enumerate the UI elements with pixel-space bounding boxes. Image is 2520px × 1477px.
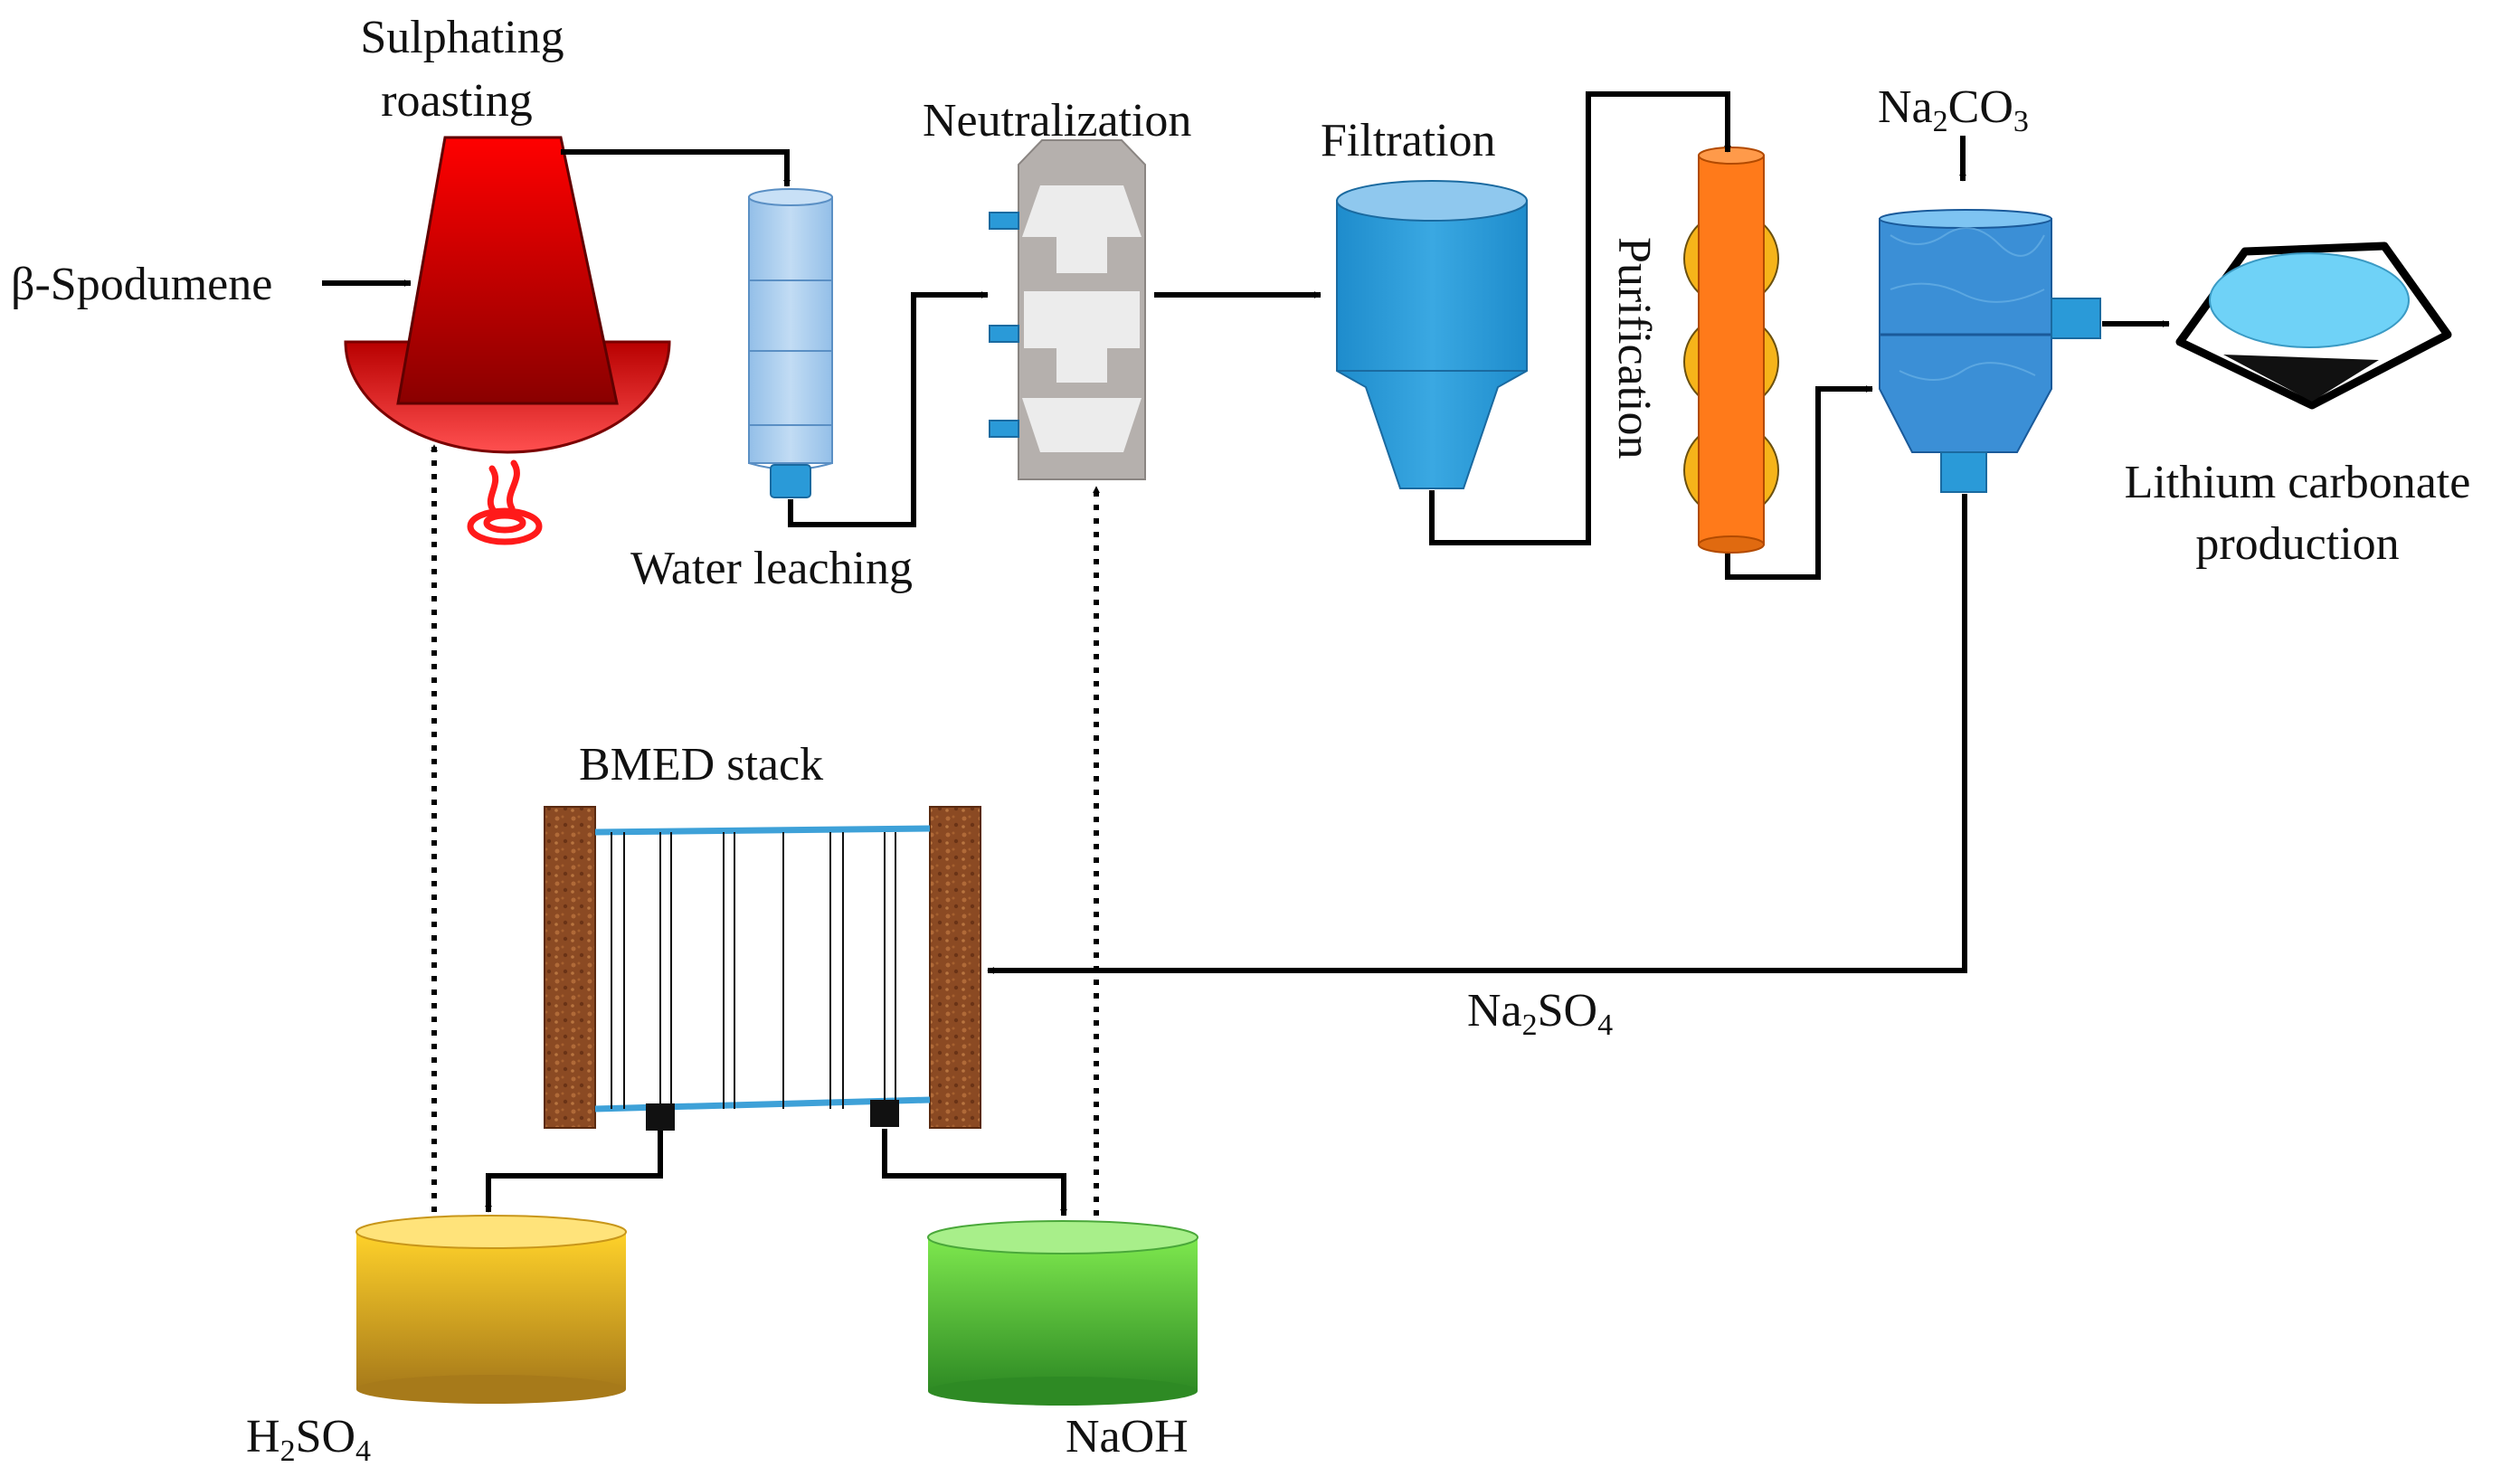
neutralization-tower <box>989 139 1146 480</box>
filtration-vessel <box>1336 180 1528 489</box>
arrow-bmed-to-h2so4 <box>485 1131 663 1213</box>
na2so4-label: Na2SO4 <box>1467 985 1613 1042</box>
bmed-stack <box>544 806 981 1131</box>
lithium-carbonate-dish <box>2175 241 2452 410</box>
sulphating-label-line2: roasting <box>381 75 533 127</box>
flame-icon <box>467 459 543 545</box>
bmed-label: BMED stack <box>579 739 823 791</box>
purification-column <box>1683 147 1779 554</box>
sulphating-label-line1: Sulphating <box>360 12 564 63</box>
lithium-label-line2: production <box>2195 518 2399 570</box>
purification-label: Purification <box>1608 237 1660 459</box>
na2co3-label: Na2CO3 <box>1878 81 2029 138</box>
water-leaching-label: Water leaching <box>630 543 913 594</box>
recycle-arrows <box>431 444 1100 1216</box>
naoh-tank <box>927 1220 1198 1406</box>
arrow-leaching-to-neutralization <box>788 291 989 527</box>
h2so4-tank <box>355 1215 627 1404</box>
arrow-roaster-to-leaching <box>561 149 791 187</box>
naoh-label: NaOH <box>1066 1411 1189 1463</box>
crystallizer <box>1879 209 2101 493</box>
lithium-label-line1: Lithium carbonate <box>2125 457 2471 508</box>
arrow-filtration-to-purification <box>1429 91 1731 545</box>
filtration-label: Filtration <box>1321 115 1496 166</box>
sulphating-roaster <box>344 136 671 545</box>
flow-arrows <box>322 91 2170 1217</box>
neutralization-label: Neutralization <box>923 95 1191 147</box>
arrow-crystallizer-to-bmed <box>987 494 1967 974</box>
bmed-electrode-right <box>929 806 981 1129</box>
roaster-furnace <box>396 136 619 405</box>
spodumene-label: β-Spodumene <box>11 259 272 310</box>
h2so4-label: H2SO4 <box>246 1411 371 1468</box>
water-leaching-column <box>748 188 833 498</box>
arrow-purification-to-crystallizer <box>1725 385 1873 580</box>
arrow-bmed-to-naoh <box>882 1129 1067 1217</box>
bmed-electrode-left <box>544 806 596 1129</box>
